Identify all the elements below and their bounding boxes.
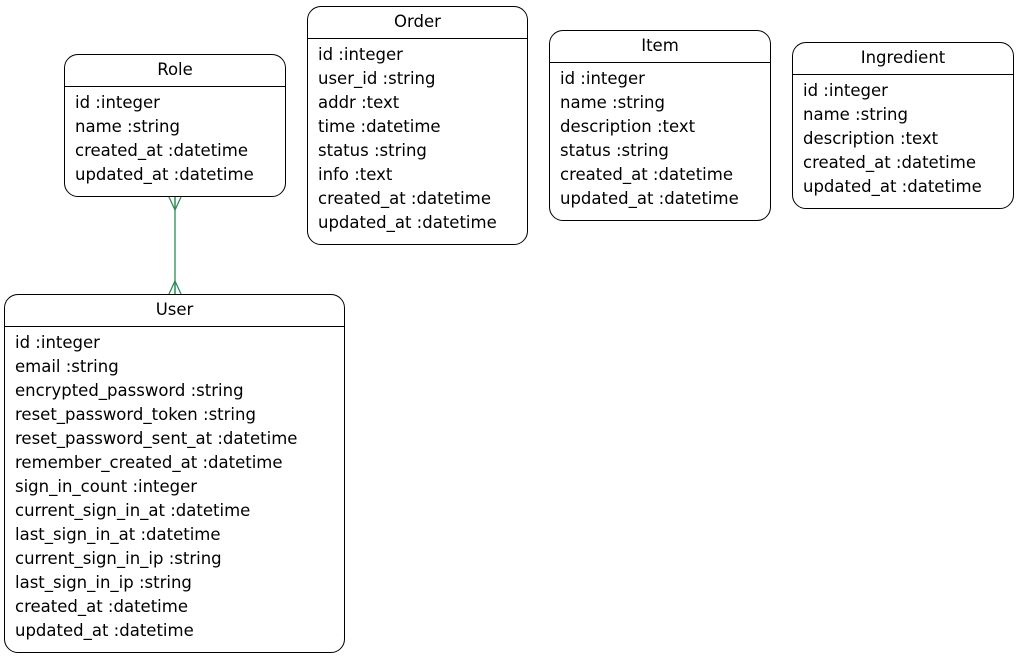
attribute: info :text	[318, 165, 393, 184]
attribute: created_at :datetime	[15, 597, 188, 616]
crowfoot-user-end	[168, 279, 182, 295]
attribute: reset_password_token :string	[15, 405, 256, 424]
attribute: id :integer	[560, 69, 645, 88]
attribute: updated_at :datetime	[75, 165, 254, 184]
relation-role-user	[168, 196, 182, 295]
entity-title: User	[5, 295, 344, 327]
attribute: reset_password_sent_at :datetime	[15, 429, 298, 448]
attribute: updated_at :datetime	[15, 621, 194, 640]
attribute: updated_at :datetime	[560, 189, 739, 208]
attribute: last_sign_in_at :datetime	[15, 525, 221, 544]
entity-title: Role	[65, 55, 285, 87]
attribute: id :integer	[15, 333, 100, 352]
entity-user: User id :integer email :string encrypted…	[4, 294, 345, 653]
entity-title: Ingredient	[793, 43, 1013, 75]
attribute-list: id :integer email :string encrypted_pass…	[5, 327, 344, 643]
attribute-list: id :integer name :string description :te…	[550, 63, 770, 211]
entity-item: Item id :integer name :string descriptio…	[549, 30, 771, 221]
attribute: name :string	[803, 105, 908, 124]
attribute: id :integer	[75, 93, 160, 112]
attribute: current_sign_in_at :datetime	[15, 501, 251, 520]
attribute: time :datetime	[318, 117, 441, 136]
attribute-list: id :integer name :string description :te…	[793, 75, 1013, 199]
attribute: current_sign_in_ip :string	[15, 549, 222, 568]
attribute-list: id :integer name :string created_at :dat…	[65, 87, 285, 187]
attribute: description :text	[560, 117, 696, 136]
attribute: updated_at :datetime	[318, 213, 497, 232]
entity-ingredient: Ingredient id :integer name :string desc…	[792, 42, 1014, 209]
attribute: email :string	[15, 357, 119, 376]
attribute-list: id :integer user_id :string addr :text t…	[308, 39, 527, 235]
entity-title: Item	[550, 31, 770, 63]
attribute: status :string	[560, 141, 669, 160]
attribute: sign_in_count :integer	[15, 477, 198, 496]
attribute: created_at :datetime	[318, 189, 491, 208]
attribute: name :string	[75, 117, 180, 136]
attribute: encrypted_password :string	[15, 381, 244, 400]
entity-title: Order	[308, 7, 527, 39]
attribute: created_at :datetime	[75, 141, 248, 160]
attribute: id :integer	[803, 81, 888, 100]
attribute: status :string	[318, 141, 427, 160]
crowfoot-role-end	[168, 196, 182, 212]
attribute: user_id :string	[318, 69, 436, 88]
attribute: created_at :datetime	[560, 165, 733, 184]
attribute: last_sign_in_ip :string	[15, 573, 192, 592]
attribute: description :text	[803, 129, 939, 148]
attribute: created_at :datetime	[803, 153, 976, 172]
entity-role: Role id :integer name :string created_at…	[64, 54, 286, 197]
attribute: remember_created_at :datetime	[15, 453, 283, 472]
attribute: id :integer	[318, 45, 403, 64]
attribute: name :string	[560, 93, 665, 112]
entity-order: Order id :integer user_id :string addr :…	[307, 6, 528, 245]
attribute: addr :text	[318, 93, 400, 112]
attribute: updated_at :datetime	[803, 177, 982, 196]
